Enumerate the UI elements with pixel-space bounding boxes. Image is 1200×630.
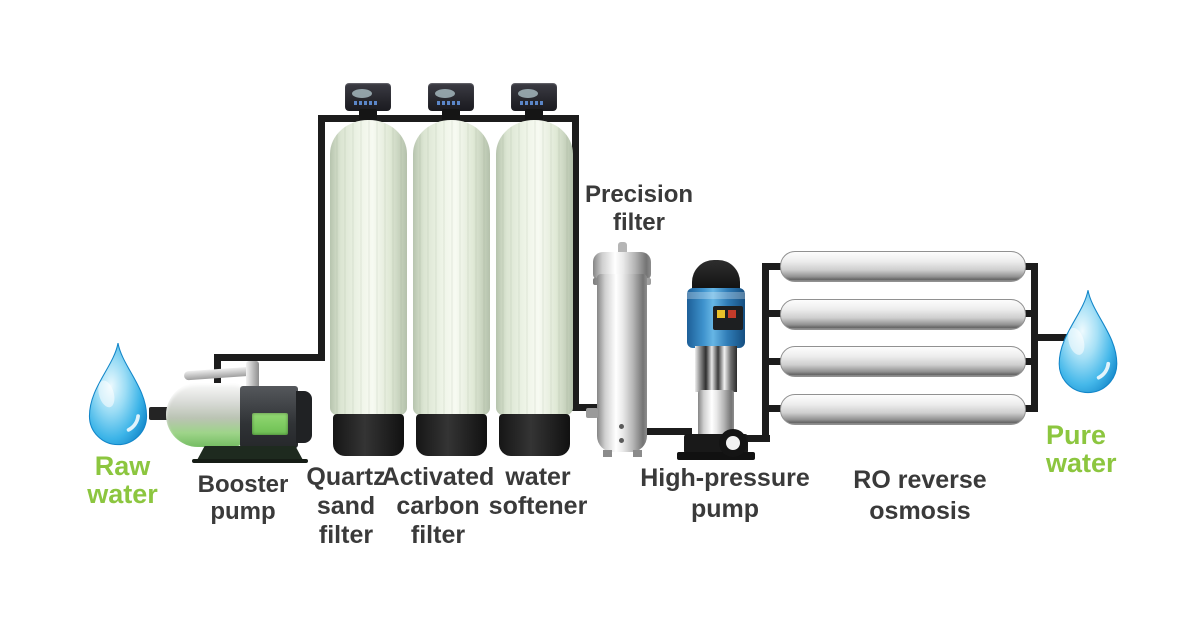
raw-water-drop-icon <box>86 341 150 451</box>
ro-right-stub-4 <box>1014 405 1038 412</box>
booster-inlet-stub <box>149 407 171 420</box>
quartz-sand-filter-label: Quartz sand filter <box>289 463 403 550</box>
control-valve-icon <box>345 83 391 111</box>
precision-foot-1 <box>603 450 612 457</box>
hp-pressure-gauge-icon <box>719 429 747 457</box>
precision-foot-2 <box>633 450 642 457</box>
precision-body <box>597 274 647 452</box>
valve-neck <box>359 109 377 123</box>
ro-label-line1: RO reverse <box>853 466 987 494</box>
valve-neck <box>442 109 460 123</box>
pipe-left-riser <box>318 115 325 361</box>
activated-carbon-filter-label: Activated carbon filter <box>377 463 499 550</box>
valve-buttons <box>520 101 544 105</box>
ro-left-manifold <box>762 263 769 442</box>
activated-label-line3: filter <box>410 521 466 549</box>
tank-body <box>330 120 407 416</box>
ro-membrane-vessel-3 <box>780 346 1026 377</box>
booster-pump-label-line1: Booster <box>197 471 289 498</box>
precision-left-stub <box>586 408 598 418</box>
ro-right-stub-1 <box>1014 263 1038 270</box>
ro-membrane-vessel-1 <box>780 251 1026 282</box>
hp-nameplate-chip-yellow <box>717 310 725 318</box>
quartz-label-line3: filter <box>318 521 374 549</box>
raw-water-label-line2: water <box>87 479 158 509</box>
valve-display <box>435 89 455 98</box>
softener-label-line2: softener <box>488 492 588 520</box>
activated-label-line2: carbon <box>396 492 480 520</box>
pure-water-label-line2: water <box>1046 448 1117 478</box>
hp-coupling-columns <box>695 346 737 392</box>
precision-filter-label: Precision filter <box>575 181 703 237</box>
control-valve-icon <box>511 83 557 111</box>
booster-foot <box>192 459 308 463</box>
tank-base <box>333 414 404 456</box>
hp-base-foot <box>677 452 755 460</box>
precision-label-line2: filter <box>612 209 665 236</box>
pure-water-label-line1: Pure <box>1046 420 1107 450</box>
quartz-label-line1: Quartz <box>306 463 386 491</box>
ro-left-stub-1 <box>762 263 786 270</box>
quartz-label-line2: sand <box>316 492 376 520</box>
pipe-right-riser <box>572 115 579 411</box>
hp-label-line2: pump <box>690 495 760 523</box>
ro-left-stub-4 <box>762 405 786 412</box>
pipe-pump-to-ro <box>738 435 770 442</box>
pipe-booster-horizontal <box>214 354 325 361</box>
precision-bolt-2 <box>619 438 624 443</box>
raw-water-label-line1: Raw <box>94 451 151 481</box>
ro-right-stub-2 <box>1014 310 1038 317</box>
pure-water-drop-icon <box>1056 287 1120 400</box>
precision-bolt-1 <box>619 424 624 429</box>
precision-label-line1: Precision <box>584 181 694 208</box>
precision-top-nub <box>618 242 627 255</box>
booster-elbow-fitting <box>246 361 259 389</box>
ro-membrane-vessel-2 <box>780 299 1026 330</box>
valve-display <box>518 89 538 98</box>
tank-body <box>413 120 490 416</box>
softener-label-line1: water <box>505 463 571 491</box>
booster-pump-label-line2: pump <box>210 498 276 525</box>
pipe-pure-outlet <box>1031 334 1071 341</box>
raw-water-label: Raw water <box>55 452 190 508</box>
ro-membrane-vessel-4 <box>780 394 1026 425</box>
ro-left-stub-3 <box>762 358 786 365</box>
ro-right-stub-3 <box>1014 358 1038 365</box>
valve-buttons <box>354 101 378 105</box>
booster-pump-head <box>166 383 244 447</box>
water-drop-svg <box>88 343 148 446</box>
hp-motor-cap <box>692 260 740 292</box>
hp-motor-band <box>687 292 745 299</box>
tank-body <box>496 120 573 416</box>
control-valve-icon <box>428 83 474 111</box>
booster-pedestal <box>196 446 304 462</box>
high-pressure-pump-label: High-pressure pump <box>630 463 820 525</box>
booster-pump-label: Booster pump <box>178 471 308 525</box>
tank-base <box>416 414 487 456</box>
ro-label-line2: osmosis <box>869 497 971 525</box>
activated-label-line1: Activated <box>381 463 495 491</box>
valve-display <box>352 89 372 98</box>
ro-reverse-osmosis-label: RO reverse osmosis <box>838 465 1002 527</box>
valve-buttons <box>437 101 461 105</box>
booster-motor-label <box>252 413 288 435</box>
ro-left-stub-2 <box>762 310 786 317</box>
valve-neck <box>525 109 543 123</box>
tank-base <box>499 414 570 456</box>
pipe-precision-outlet <box>644 428 692 435</box>
pipe-precision-inlet <box>572 404 602 411</box>
water-softener-label: water softener <box>477 463 599 521</box>
hp-nameplate-chip-red <box>728 310 736 318</box>
booster-motor-endcap <box>296 391 312 443</box>
pure-water-label: Pure water <box>1046 421 1166 477</box>
water-drop-svg <box>1058 290 1118 394</box>
hp-label-line1: High-pressure <box>640 464 810 492</box>
